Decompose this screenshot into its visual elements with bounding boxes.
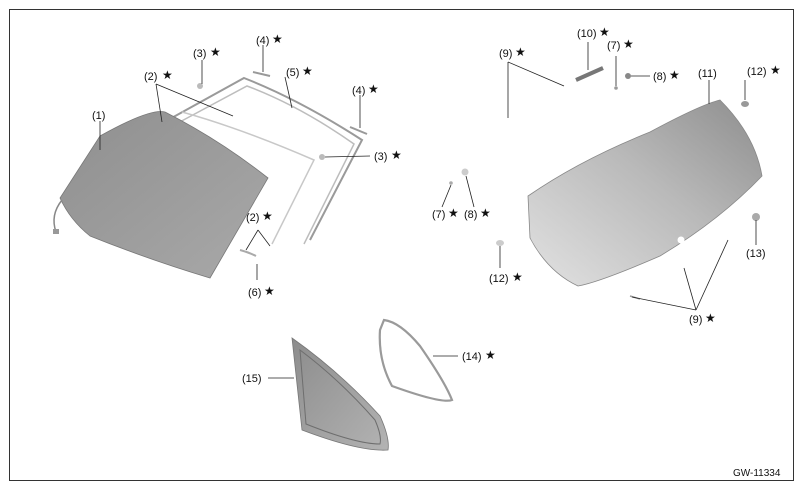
star-icon: ★: [302, 64, 313, 78]
star-icon: ★: [485, 348, 496, 362]
star-icon: ★: [770, 63, 781, 77]
star-icon: ★: [264, 284, 275, 298]
rear-fastener-12-upper: [741, 101, 749, 107]
star-icon: ★: [669, 68, 680, 82]
callout-4-upper: (4): [256, 35, 269, 47]
callout-11: (11): [698, 68, 717, 80]
windshield-frame-moulding: [167, 76, 364, 245]
callout-14: (14): [462, 351, 482, 363]
callout-8-upper: (8): [653, 71, 666, 83]
figure-code: GW-11334: [733, 468, 781, 479]
callout-12-lower: (12): [489, 273, 509, 285]
callout-1: (1): [92, 110, 105, 122]
rear-fastener-12-lower: [496, 240, 504, 246]
rear-fastener-13: [752, 213, 760, 221]
callout-4-right: (4): [352, 85, 365, 97]
star-icon: ★: [623, 37, 634, 51]
star-icon: ★: [515, 45, 526, 59]
callout-5: (5): [286, 67, 299, 79]
callout-3-upper: (3): [193, 48, 206, 60]
rear-spacer-10: [575, 66, 604, 82]
windshield-glass: [59, 111, 269, 279]
star-icon: ★: [448, 206, 459, 220]
star-icon: ★: [210, 45, 221, 59]
clip-part-4-right: [349, 126, 368, 135]
star-icon: ★: [262, 209, 273, 223]
callout-9-upper: (9): [499, 48, 512, 60]
callout-12-upper: (12): [747, 66, 767, 78]
star-icon: ★: [368, 82, 379, 96]
callout-2-lower: (2): [246, 212, 259, 224]
rear-fastener-8-left: [461, 168, 469, 176]
rear-fastener-7-upper: [614, 86, 618, 90]
quarter-window-moulding: [378, 318, 454, 402]
rear-fastener-7-left: [449, 181, 453, 185]
quarter-window-glass: [291, 337, 389, 451]
callout-6: (6): [248, 287, 261, 299]
clip-part-3-right: [319, 154, 325, 160]
star-icon: ★: [599, 25, 610, 39]
rear-window-glass: [527, 99, 763, 287]
clip-part-3-upper: [197, 83, 203, 89]
callout-2-upper: (2): [144, 71, 157, 83]
rear-window-hole: [677, 236, 685, 244]
windshield-connector: [53, 229, 59, 234]
star-icon: ★: [512, 270, 523, 284]
callout-13: (13): [746, 248, 766, 260]
star-icon: ★: [480, 206, 491, 220]
star-icon: ★: [272, 32, 283, 46]
star-icon: ★: [391, 148, 402, 162]
callout-7-upper: (7): [607, 40, 620, 52]
leader-lines: [99, 42, 757, 379]
windshield-harness: [53, 199, 63, 233]
star-icon: ★: [705, 311, 716, 325]
callout-3-right: (3): [374, 151, 387, 163]
callout-9-lower: (9): [689, 314, 702, 326]
rear-fastener-8-upper: [625, 73, 631, 79]
callout-8-left: (8): [464, 209, 477, 221]
quarter-window-inner-edge: [299, 348, 381, 445]
callout-7-left: (7): [432, 209, 445, 221]
star-icon: ★: [162, 68, 173, 82]
callout-10: (10): [577, 28, 597, 40]
clip-part-6: [239, 249, 257, 257]
callout-15: (15): [242, 373, 262, 385]
diagram-frame: [9, 9, 794, 481]
clip-part-4-upper: [252, 71, 271, 77]
